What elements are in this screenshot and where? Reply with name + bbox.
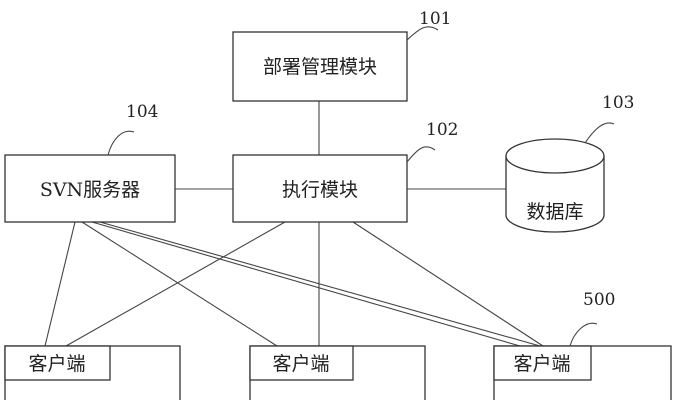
- database-ref: 103: [602, 93, 634, 113]
- client-1-label: 客户端: [28, 353, 85, 375]
- database-label: 数据库: [526, 201, 583, 223]
- client-node-1: 客户端: [4, 345, 181, 404]
- database-cylinder-top: [505, 138, 605, 174]
- edge-svn-client-1: [44, 221, 76, 347]
- edge-svn-client-2: [81, 221, 278, 347]
- deploy-module-box: [232, 31, 408, 102]
- exec-module-node: 执行模块 102: [232, 120, 458, 223]
- database-ref-leader: [584, 122, 615, 144]
- client-3-label: 客户端: [513, 353, 570, 375]
- database-node: 数据库 103: [505, 93, 634, 233]
- exec-module-ref-leader: [406, 146, 436, 163]
- svn-server-label: SVN服务器: [40, 179, 140, 201]
- client-3-title-box: [493, 345, 592, 381]
- svn-server-box: [4, 154, 176, 223]
- exec-module-label: 执行模块: [282, 179, 358, 201]
- svn-server-ref: 104: [126, 102, 158, 122]
- exec-module-ref: 102: [426, 120, 458, 140]
- client-1-title-box: [4, 345, 111, 381]
- client-3-ref-leader: [569, 322, 598, 347]
- client-2-title-box: [249, 345, 354, 381]
- client-node-3: 客户端 500: [493, 290, 672, 404]
- edge-svn-client-3b: [99, 221, 541, 347]
- deploy-module-ref: 101: [419, 9, 451, 29]
- client-2-label: 客户端: [272, 353, 329, 375]
- connection-lines: [44, 101, 544, 347]
- edge-exec-client-3: [352, 221, 544, 347]
- exec-module-box: [232, 154, 408, 223]
- client-node-2: 客户端: [249, 345, 426, 404]
- deploy-module-node: 部署管理模块 101: [232, 9, 451, 102]
- deploy-module-label: 部署管理模块: [263, 56, 377, 78]
- svn-server-ref-leader: [107, 130, 135, 156]
- client-3-ref: 500: [583, 290, 615, 310]
- edge-svn-client-3a: [91, 221, 521, 347]
- edge-exec-client-1: [65, 221, 286, 347]
- database-cylinder-body: [505, 156, 605, 233]
- svn-server-node: SVN服务器 104: [4, 102, 176, 223]
- deploy-module-ref-leader: [406, 26, 439, 41]
